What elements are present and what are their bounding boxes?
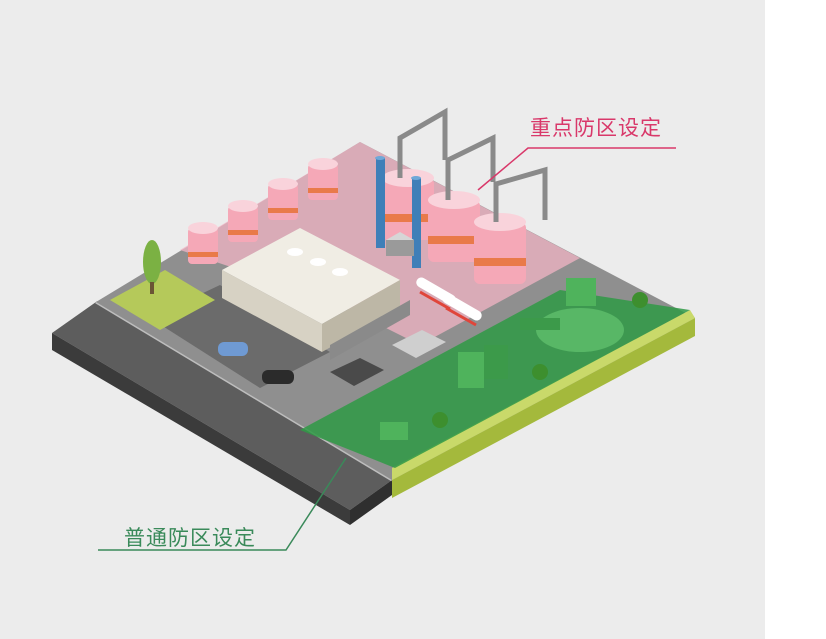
normal-zone-label: 普通防区设定 <box>124 526 256 550</box>
road-side <box>350 480 392 525</box>
grass-strip-right <box>392 310 695 480</box>
green-zone-buildings <box>380 278 624 440</box>
key-zone-label: 重点防区设定 <box>530 116 662 140</box>
factory-building <box>222 228 410 360</box>
car-black <box>262 370 294 384</box>
key-zone-callout-line <box>477 147 676 191</box>
tank-row-left <box>188 158 338 264</box>
small-building-1 <box>392 330 446 358</box>
guard-house <box>386 232 414 256</box>
right-margin <box>765 0 826 639</box>
pipe-frames <box>397 107 548 222</box>
ground-front-right <box>392 318 695 498</box>
road-top <box>52 302 392 510</box>
tanker-trailers <box>416 277 482 327</box>
illustration-canvas: 重点防区设定 普通防区设定 <box>0 0 765 639</box>
road-front <box>52 333 350 525</box>
chimneys <box>375 156 421 268</box>
green-zone-trees <box>432 292 648 428</box>
tree-left <box>143 240 161 294</box>
lawn-left <box>110 270 215 330</box>
small-building-2 <box>330 358 384 386</box>
normal-zone-callout-line <box>98 457 347 551</box>
factory-illustration <box>52 107 695 551</box>
car-blue <box>218 342 248 356</box>
